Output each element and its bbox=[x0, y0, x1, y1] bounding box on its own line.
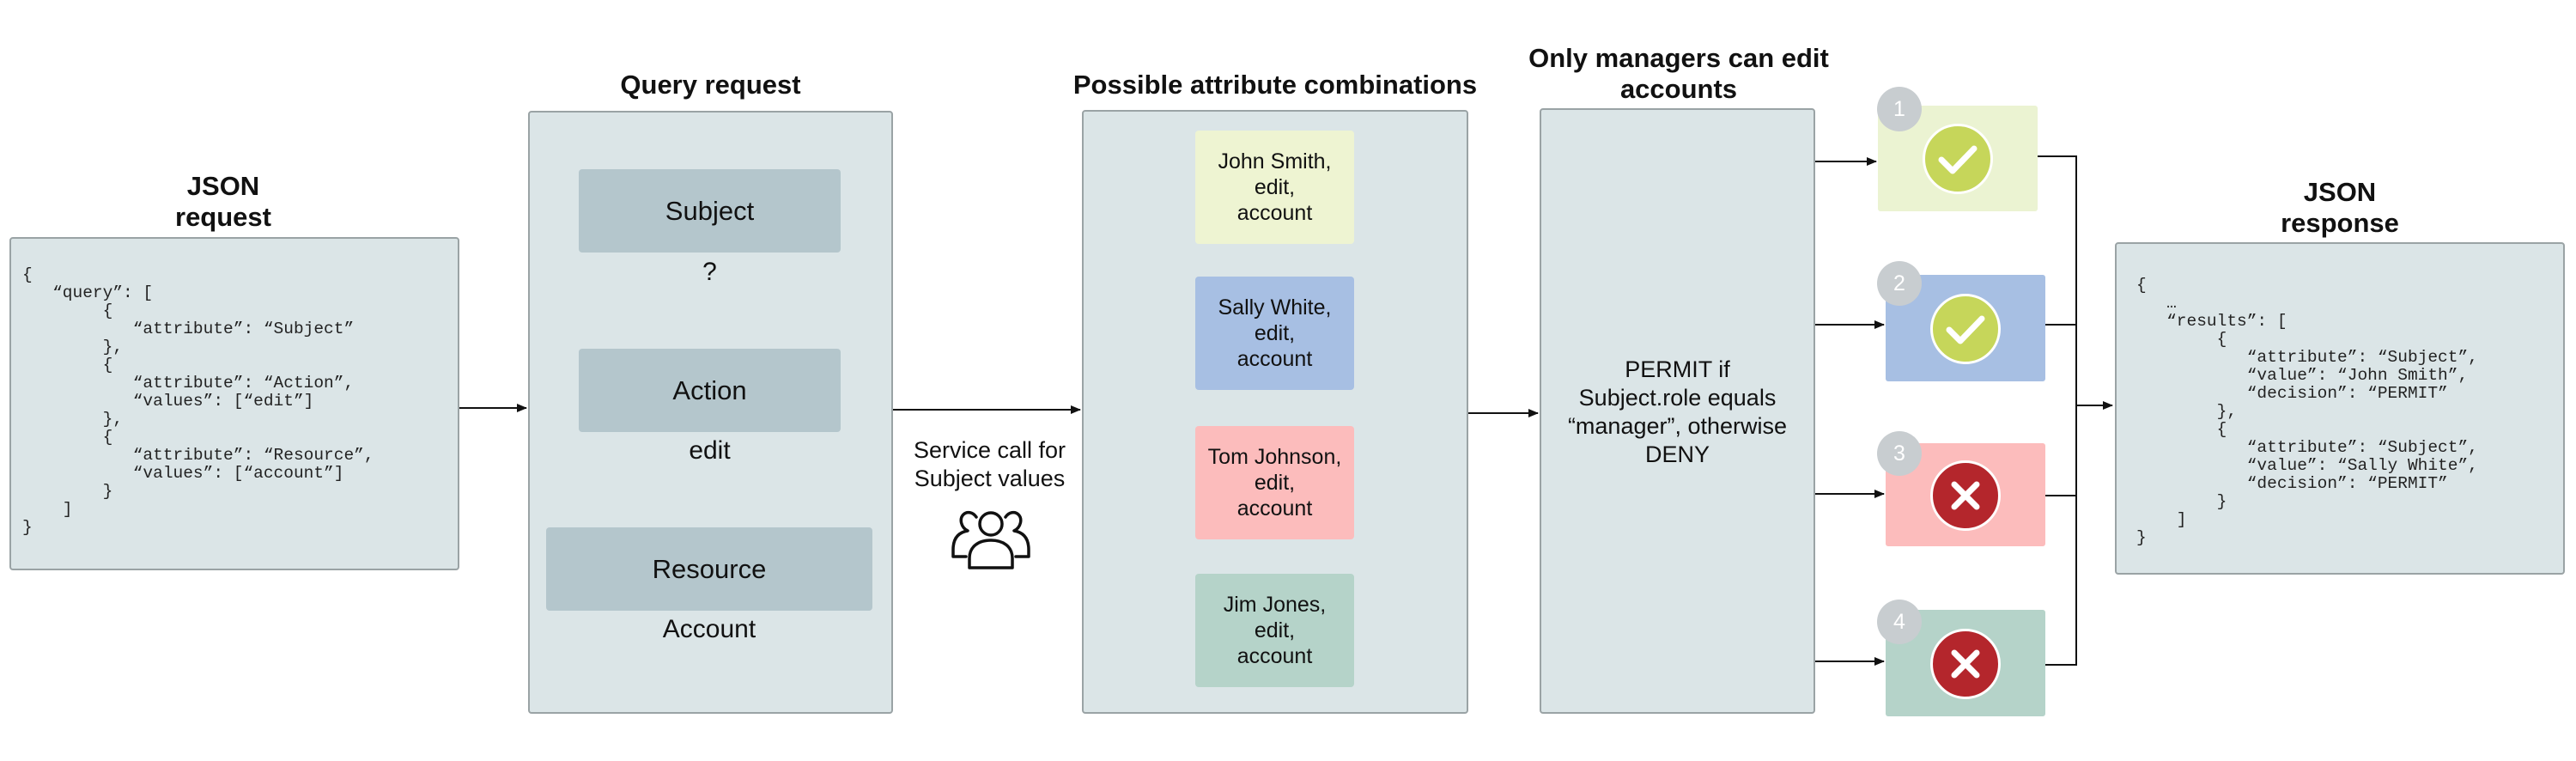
result-2-number-badge: 2 bbox=[1877, 261, 1922, 306]
combinations-title: Possible attribute combinations bbox=[1072, 70, 1478, 100]
json-response-title: JSON response bbox=[2254, 177, 2426, 239]
combination-3-line1: Tom Johnson, bbox=[1207, 445, 1342, 469]
check-icon bbox=[1938, 145, 1978, 174]
resource-value: Account bbox=[662, 615, 756, 643]
json-request-title-line2: request bbox=[175, 202, 271, 232]
policy-title: Only managers can edit accounts bbox=[1507, 43, 1850, 105]
json-response-code: { … “results”: [ { “attribute”: “Subject… bbox=[2136, 276, 2478, 547]
combination-4-line1: Jim Jones, bbox=[1223, 593, 1327, 617]
result-3-deny-circle bbox=[1930, 460, 2001, 531]
policy-rule-text: PERMIT if Subject.role equals “manager”,… bbox=[1540, 356, 1815, 469]
subject-value: ? bbox=[702, 258, 717, 286]
policy-rule-line3: “manager”, otherwise bbox=[1567, 413, 1788, 439]
x-icon bbox=[1951, 481, 1980, 510]
policy-rule-line4: DENY bbox=[1644, 441, 1710, 467]
result-1-permit-circle bbox=[1923, 124, 1993, 194]
json-request-title: JSON request bbox=[137, 171, 309, 233]
combination-4-line3: account bbox=[1236, 644, 1313, 668]
combination-1-line1: John Smith, bbox=[1218, 149, 1332, 174]
combination-2: Sally White,edit,account bbox=[1195, 277, 1354, 390]
combination-2-line1: Sally White, bbox=[1218, 295, 1332, 320]
json-response-panel bbox=[2115, 242, 2565, 575]
query-request-title: Query request bbox=[620, 70, 801, 100]
result-3-number-badge: 3 bbox=[1877, 431, 1922, 476]
service-call-line1: Service call for bbox=[913, 437, 1066, 463]
combination-3: Tom Johnson,edit,account bbox=[1195, 426, 1354, 539]
policy-panel bbox=[1540, 108, 1815, 714]
combination-1-line3: account bbox=[1236, 201, 1313, 225]
users-icon bbox=[951, 510, 1030, 569]
subject-box: Subject bbox=[579, 169, 841, 253]
policy-rule-line1: PERMIT if bbox=[1625, 356, 1730, 382]
json-request-panel bbox=[9, 237, 459, 570]
result-2-permit-circle bbox=[1930, 294, 2001, 364]
result-1-number-badge: 1 bbox=[1877, 87, 1922, 131]
result-merge-lines bbox=[2038, 155, 2077, 666]
combination-3-line3: account bbox=[1236, 496, 1313, 521]
combination-4: Jim Jones,edit,account bbox=[1195, 574, 1354, 687]
combination-2-line3: account bbox=[1236, 347, 1313, 371]
combination-1: John Smith,edit,account bbox=[1195, 131, 1354, 244]
json-response-title-line2: response bbox=[2281, 208, 2399, 238]
action-value: edit bbox=[689, 436, 731, 465]
json-response-title-line1: JSON bbox=[2303, 177, 2377, 207]
action-box: Action bbox=[579, 349, 841, 432]
json-request-code: { “query”: [ { “attribute”: “Subject” },… bbox=[22, 265, 374, 537]
x-icon bbox=[1951, 649, 1980, 679]
combination-3-line2: edit, bbox=[1254, 471, 1296, 495]
policy-title-line1: Only managers can edit bbox=[1528, 43, 1829, 73]
resource-box: Resource bbox=[546, 527, 872, 611]
policy-rule-line2: Subject.role equals bbox=[1578, 385, 1777, 411]
combination-1-line2: edit, bbox=[1254, 175, 1296, 199]
service-call-label: Service call for Subject values bbox=[902, 436, 1078, 493]
combination-4-line2: edit, bbox=[1254, 618, 1296, 642]
json-request-title-line1: JSON bbox=[186, 171, 260, 201]
result-4-number-badge: 4 bbox=[1877, 600, 1922, 644]
policy-title-line2: accounts bbox=[1619, 74, 1738, 104]
check-icon bbox=[1946, 315, 1985, 344]
combination-2-line2: edit, bbox=[1254, 321, 1296, 345]
result-4-deny-circle bbox=[1930, 629, 2001, 699]
service-call-line2: Subject values bbox=[914, 466, 1066, 491]
